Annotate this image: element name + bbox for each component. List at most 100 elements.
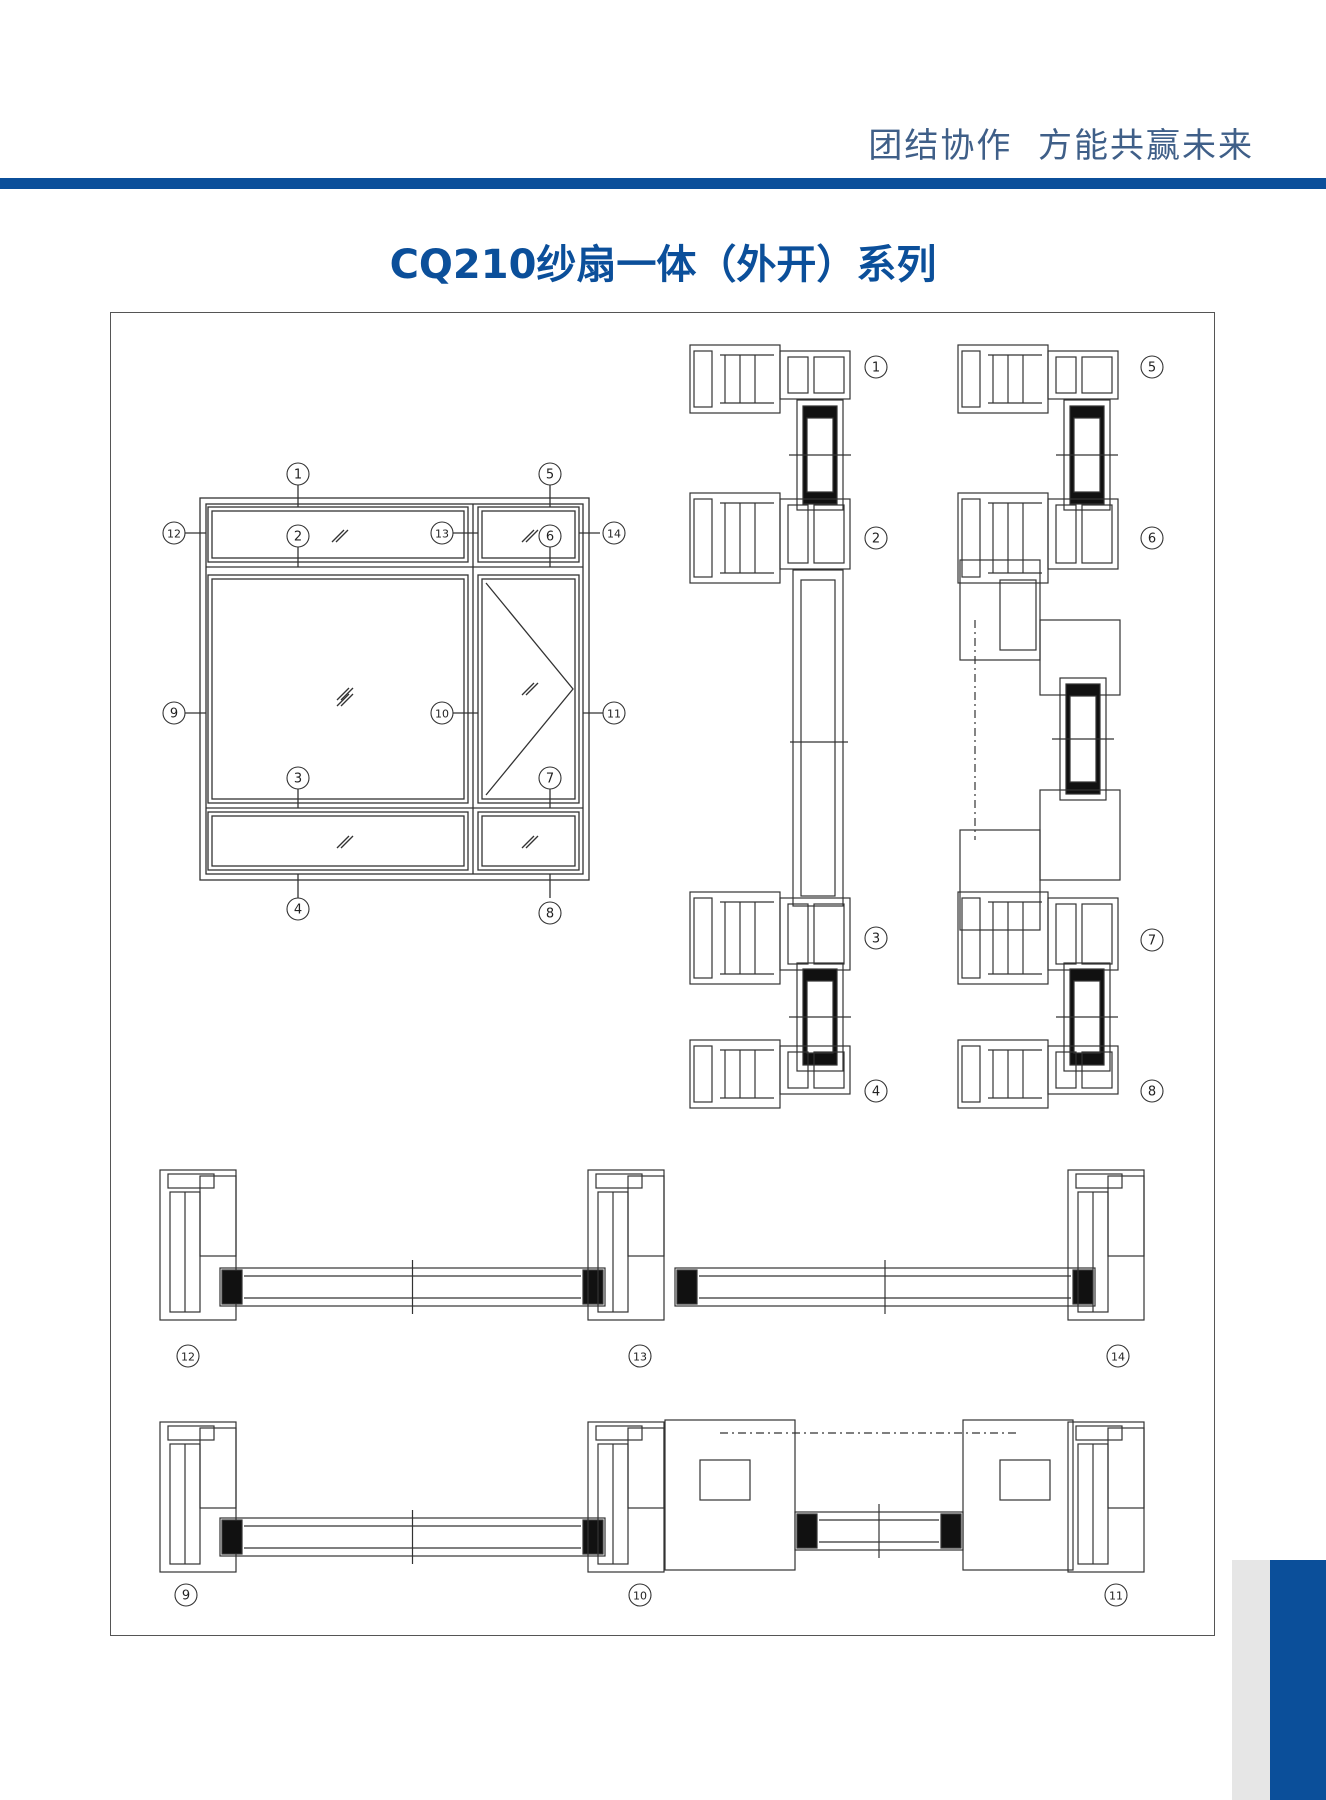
callout-circle bbox=[176, 1344, 200, 1368]
screen-sash-upper-chamber bbox=[999, 579, 1037, 651]
section-10-sash-chamber bbox=[699, 1459, 751, 1501]
header-slogan: 团结协作 方能共赢未来 bbox=[868, 126, 1254, 166]
callout-1: 1 bbox=[286, 462, 310, 486]
section-3-profile bbox=[689, 891, 781, 985]
pane-main bbox=[207, 574, 469, 804]
callout-text: 12 bbox=[181, 1351, 195, 1364]
section-6-profile-chamber bbox=[1055, 504, 1077, 564]
section-14-jamb-flange bbox=[1107, 1175, 1145, 1257]
callout-text: 9 bbox=[182, 1589, 190, 1604]
section-7-profile-flange bbox=[961, 897, 981, 979]
callout-14: 14 bbox=[1106, 1344, 1130, 1368]
callout-text: 11 bbox=[1109, 1590, 1123, 1603]
callout-12: 12 bbox=[162, 521, 186, 545]
section-10-11-glass-spacer-right bbox=[940, 1513, 962, 1549]
pane-bottom-left-glass bbox=[211, 815, 465, 867]
pane-sash bbox=[477, 574, 580, 804]
callout-circle bbox=[864, 355, 888, 379]
section-3-profile-chamber bbox=[813, 903, 845, 965]
callout-circle bbox=[628, 1583, 652, 1607]
callout-6: 6 bbox=[1140, 526, 1164, 550]
callout-text: 8 bbox=[546, 907, 554, 922]
glass-mark bbox=[525, 835, 539, 849]
outer-frame bbox=[199, 497, 590, 881]
callout-8: 8 bbox=[538, 901, 562, 925]
section-6-profile bbox=[957, 492, 1049, 584]
callout-4: 4 bbox=[864, 1079, 888, 1103]
section-13-mullion-top bbox=[595, 1173, 643, 1189]
callout-7: 7 bbox=[1140, 928, 1164, 952]
callout-text: 13 bbox=[633, 1351, 647, 1364]
section-5-profile-flange bbox=[961, 350, 981, 408]
section-2-profile-chamber bbox=[787, 504, 809, 564]
side-tab-light bbox=[1232, 1560, 1270, 1800]
callout-circle bbox=[430, 521, 454, 545]
callout-8: 8 bbox=[1140, 1079, 1164, 1103]
callout-circle bbox=[538, 524, 562, 548]
callout-circle bbox=[286, 524, 310, 548]
callout-7: 7 bbox=[538, 766, 562, 790]
callout-10: 10 bbox=[628, 1583, 652, 1607]
glass-mark bbox=[336, 693, 350, 707]
section-4-profile-bead bbox=[779, 1045, 851, 1095]
callout-9: 9 bbox=[162, 701, 186, 725]
section-7-profile-chamber bbox=[1081, 903, 1113, 965]
glass-mark bbox=[331, 529, 345, 543]
glass-mark bbox=[340, 687, 354, 701]
section-13-14-glass-spacer-left bbox=[676, 1269, 698, 1305]
glass-mark bbox=[340, 835, 354, 849]
pane-top-right-glass bbox=[481, 510, 576, 559]
callout-text: 3 bbox=[294, 772, 302, 787]
section-3-profile-chamber bbox=[787, 903, 809, 965]
callout-circle bbox=[286, 897, 310, 921]
pane-bottom-right bbox=[477, 811, 580, 871]
section-8-profile-bead bbox=[1047, 1045, 1119, 1095]
section-5-profile-chamber bbox=[1081, 356, 1113, 394]
section-4-profile-chamber bbox=[787, 1051, 809, 1089]
section-11-sash-chamber bbox=[999, 1459, 1051, 1501]
callout-3: 3 bbox=[286, 766, 310, 790]
glass-mark bbox=[521, 529, 535, 543]
callout-1: 1 bbox=[864, 355, 888, 379]
section-1-profile-chamber bbox=[787, 356, 809, 394]
section-8-profile-flange bbox=[961, 1045, 981, 1103]
section-2-profile bbox=[689, 492, 781, 584]
section-11-jamb-top bbox=[1075, 1425, 1123, 1441]
section-3-profile-flange bbox=[693, 897, 713, 979]
section-1-profile-chamber bbox=[813, 356, 845, 394]
pane-top-left bbox=[207, 506, 469, 563]
callout-5: 5 bbox=[538, 462, 562, 486]
callout-circle bbox=[1140, 928, 1164, 952]
header-accent-bar bbox=[0, 178, 1326, 189]
section-1-profile-bead bbox=[779, 350, 851, 400]
callout-10: 10 bbox=[430, 701, 454, 725]
callout-circle bbox=[864, 526, 888, 550]
section-8-profile-chamber bbox=[1081, 1051, 1113, 1089]
inner-frame bbox=[205, 503, 584, 875]
callout-11: 11 bbox=[602, 701, 626, 725]
callout-circle bbox=[864, 1079, 888, 1103]
callout-13: 13 bbox=[628, 1344, 652, 1368]
pane-bottom-right-glass bbox=[481, 815, 576, 867]
callout-text: 7 bbox=[546, 772, 554, 787]
section-6-profile-chamber bbox=[1081, 504, 1113, 564]
section-9-jamb-flange bbox=[199, 1427, 237, 1509]
pane-main-glass bbox=[211, 578, 465, 800]
callout-text: 2 bbox=[872, 532, 880, 547]
callout-text: 10 bbox=[435, 708, 449, 721]
section-10-mullion-top bbox=[595, 1425, 643, 1441]
callout-text: 5 bbox=[546, 468, 554, 483]
pane-top-right bbox=[477, 506, 580, 563]
callout-12: 12 bbox=[176, 1344, 200, 1368]
callout-circle bbox=[286, 462, 310, 486]
callout-text: 4 bbox=[872, 1085, 880, 1100]
callout-text: 11 bbox=[607, 708, 621, 721]
section-2-profile-chamber bbox=[813, 504, 845, 564]
callout-circle bbox=[538, 462, 562, 486]
screen-sash-lower-right bbox=[1039, 789, 1121, 881]
section-7-profile-bead bbox=[1047, 897, 1119, 971]
sash-tube-inner bbox=[800, 579, 836, 897]
section-2-profile-flange bbox=[693, 498, 713, 578]
callout-text: 2 bbox=[294, 530, 302, 545]
